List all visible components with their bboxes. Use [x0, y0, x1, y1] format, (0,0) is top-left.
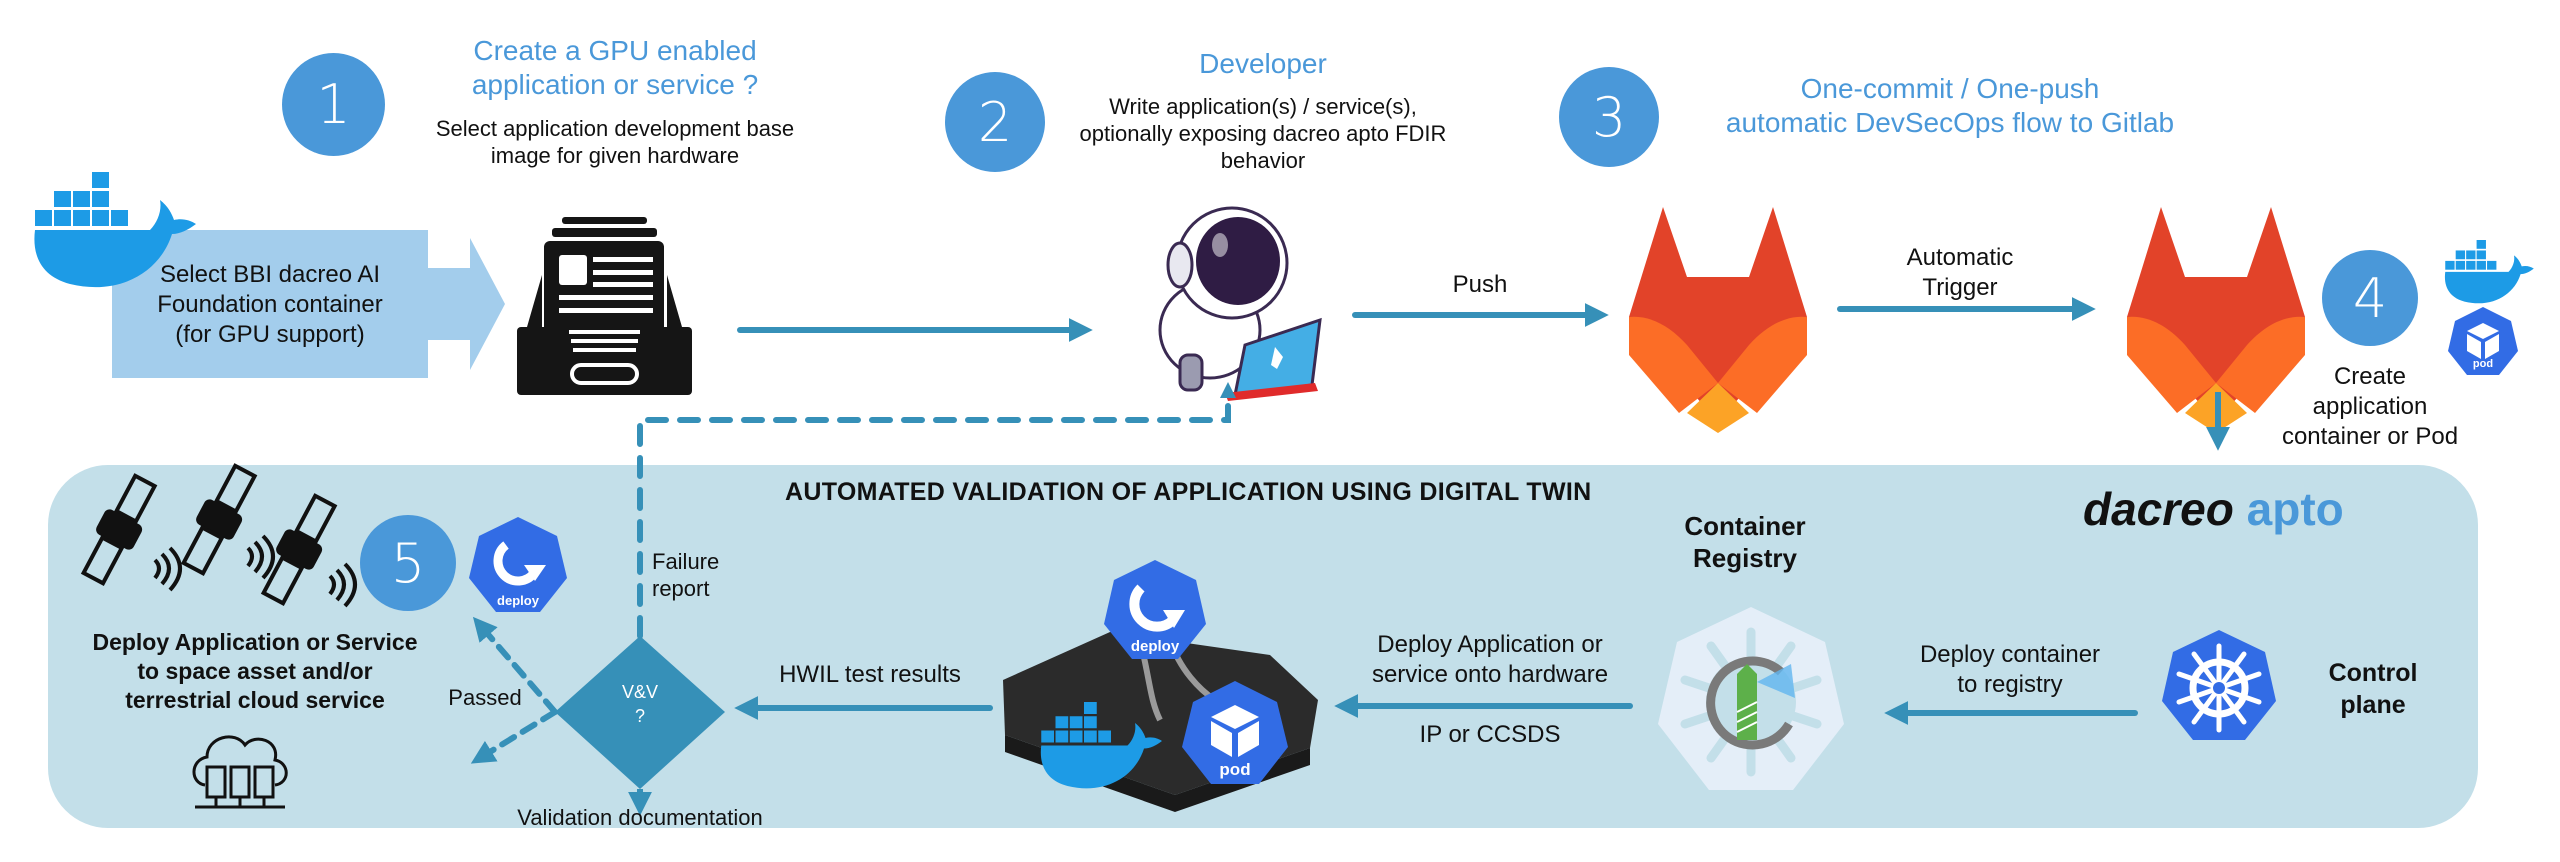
foundation-container-label: Select BBI dacreo AI Foundation containe…: [112, 260, 428, 350]
step-3-number: 3: [1591, 85, 1627, 149]
logo-apto: apto: [2246, 483, 2344, 535]
deploy-target-line: Deploy Application or Service: [92, 629, 418, 655]
step-2-badge: 2: [945, 72, 1045, 172]
container-registry-icon: [1658, 607, 1844, 790]
failure-report-dashed-path: [637, 392, 1231, 639]
vv-decision-line: ?: [634, 706, 645, 726]
container-registry-line: Registry: [1692, 543, 1798, 573]
step-2-number: 2: [977, 90, 1013, 154]
gitlab-icon: [2127, 207, 2305, 433]
step-1-heading: Create a GPU enabled application or serv…: [405, 34, 825, 102]
push-label: Push: [1452, 271, 1508, 298]
pod-icon-caption: pod: [2472, 358, 2494, 370]
automatic-trigger-label: Automatic Trigger: [1860, 243, 2060, 303]
satellite-icon: [260, 493, 338, 606]
step-3-badge: 3: [1559, 67, 1659, 167]
step-1-heading-line: application or service ?: [471, 69, 759, 100]
deploy-onto-hardware-label: Deploy Application or service onto hardw…: [1340, 630, 1640, 690]
step-1-description: Select application development base imag…: [395, 115, 835, 169]
step-4-number: 4: [2352, 266, 2388, 330]
foundation-container-box[interactable]: [112, 230, 428, 378]
step-1-description-line: Select application development base: [435, 116, 795, 141]
control-plane-label: Control plane: [2303, 657, 2443, 721]
step-4-description-line: container or Pod: [2281, 423, 2459, 450]
validation-documentation-label: Validation documentation: [517, 805, 763, 830]
passed-arrow-up: [472, 616, 558, 715]
pod-icon: [1182, 681, 1288, 784]
step-4-description-line: Create: [2333, 363, 2407, 390]
docker-icon: [2444, 240, 2534, 304]
step-1-badge: 1: [282, 53, 385, 156]
transport-label: IP or CCSDS: [1419, 721, 1561, 748]
foundation-line-3: (for GPU support): [175, 321, 365, 348]
satellite-icon: [80, 473, 158, 586]
step-3-heading-line: One-commit / One-push: [1800, 73, 2100, 104]
step-1-number: 1: [316, 73, 351, 136]
failure-report-arrowhead: [1220, 382, 1236, 398]
signal-icon: [153, 546, 182, 592]
step-3-heading: One-commit / One-push automatic DevSecOp…: [1690, 72, 2210, 140]
container-registry-label: Container Registry: [1625, 510, 1865, 574]
foundation-arrow: [428, 238, 505, 370]
signal-icon: [246, 534, 275, 580]
failure-report-line: report: [652, 576, 710, 601]
panel-title: AUTOMATED VALIDATION OF APPLICATION USIN…: [785, 478, 1592, 506]
deploy-target-label: Deploy Application or Service to space a…: [70, 628, 440, 715]
step-4-description-line: application: [2312, 393, 2428, 420]
passed-label: Passed: [448, 685, 522, 710]
dacreo-apto-logo: dacreo apto: [2083, 482, 2344, 536]
step-2-description-line: Write application(s) / service(s),: [1109, 94, 1417, 119]
step-1-heading-line: Create a GPU enabled: [473, 35, 757, 66]
failure-report-label: Failure report: [652, 548, 732, 602]
control-plane-line: Control: [2328, 659, 2418, 687]
signal-icon: [328, 562, 357, 608]
vv-decision-diamond: [555, 636, 725, 789]
failure-report-line: Failure: [652, 549, 720, 574]
deploy-icon-caption: deploy: [497, 593, 539, 608]
kubernetes-control-plane-icon: [2162, 630, 2276, 740]
step-2-description-line: behavior: [1220, 148, 1306, 173]
step-5-number: 5: [390, 531, 426, 595]
satellite-icon: [180, 463, 258, 576]
step-1-description-line: image for given hardware: [490, 143, 740, 168]
hwil-results-label: HWIL test results: [779, 661, 961, 688]
deploy-icon: [1104, 560, 1206, 659]
docker-whale-icon: [34, 172, 196, 288]
foundation-line-2: Foundation container: [157, 291, 383, 318]
vv-decision-label: V&V ?: [600, 680, 680, 728]
deploy-target-line: terrestrial cloud service: [125, 687, 385, 713]
container-registry-line: Container: [1684, 511, 1806, 541]
passed-arrow-down: [470, 709, 558, 764]
foundation-line-1: Select BBI dacreo AI: [159, 261, 381, 288]
automatic-trigger-line: Automatic: [1906, 244, 2014, 271]
step-3-heading-line: automatic DevSecOps flow to Gitlab: [1725, 107, 2175, 138]
deploy-to-registry-label: Deploy container to registry: [1890, 640, 2130, 700]
deploy-onto-hardware-line: Deploy Application or: [1377, 631, 1603, 658]
automatic-trigger-line: Trigger: [1922, 274, 1998, 301]
step-2-heading: Developer: [1063, 47, 1463, 81]
deploy-icon: [469, 517, 567, 612]
pod-icon-caption: pod: [1219, 760, 1251, 779]
filing-cabinet-icon: [517, 217, 692, 395]
deploy-icon-caption: deploy: [1130, 638, 1180, 655]
step-2-description-line: optionally exposing dacreo apto FDIR: [1079, 121, 1447, 146]
step-4-description: Create application container or Pod: [2250, 362, 2490, 452]
logo-dacreo: dacreo: [2083, 483, 2234, 535]
gitlab-icon: [1629, 207, 1807, 433]
astronaut-developer-icon: [1158, 206, 1322, 401]
deploy-to-registry-line: to registry: [1957, 671, 2063, 698]
control-plane-line: plane: [2340, 691, 2406, 719]
deploy-target-line: to space asset and/or: [137, 658, 373, 684]
step-5-badge: 5: [360, 515, 456, 611]
deploy-to-registry-line: Deploy container: [1919, 641, 2101, 668]
step-2-heading-line: Developer: [1199, 48, 1327, 79]
vv-decision-line: V&V: [621, 682, 659, 702]
docker-icon: [1040, 702, 1162, 789]
pod-icon: [2448, 307, 2518, 375]
step-2-description: Write application(s) / service(s), optio…: [1053, 93, 1473, 174]
deploy-onto-hardware-line: service onto hardware: [1371, 661, 1609, 688]
cloud-server-icon: [192, 735, 288, 809]
step-4-badge: 4: [2322, 250, 2418, 346]
